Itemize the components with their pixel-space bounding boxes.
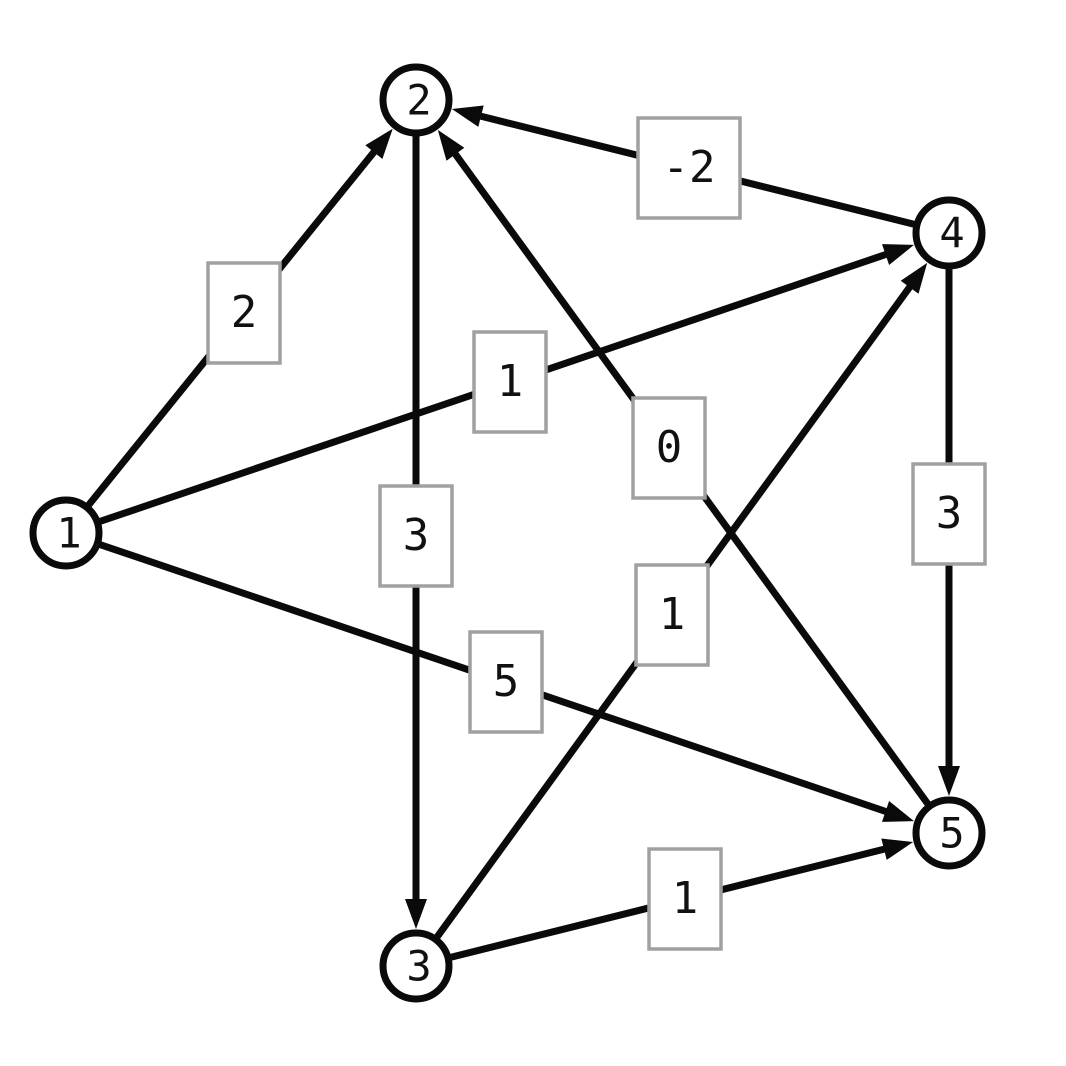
weight-text-3-4: 1 xyxy=(659,589,686,640)
node-circle-2 xyxy=(379,63,453,137)
node-3: 3 xyxy=(379,929,453,1003)
arrowhead-3-4 xyxy=(900,262,928,294)
arrowhead-2-3 xyxy=(405,899,427,929)
edge-weight-labels: 2 1 5 3 -2 0 1 3 1 xyxy=(206,116,987,951)
weight-box-5-2 xyxy=(631,396,707,500)
weight-box-4-5 xyxy=(911,462,987,566)
weight-label-2-3: 3 xyxy=(378,484,454,588)
weight-text-1-5: 5 xyxy=(493,656,520,707)
weight-label-4-5: 3 xyxy=(911,462,987,566)
weight-text-4-5: 3 xyxy=(936,488,963,539)
node-circle-3 xyxy=(379,929,453,1003)
arrowhead-1-2 xyxy=(365,128,393,159)
weight-text-2-3: 3 xyxy=(403,510,430,561)
weight-label-3-4: 1 xyxy=(634,563,710,667)
weight-text-5-2: 0 xyxy=(656,422,683,473)
weight-label-3-5: 1 xyxy=(647,847,723,951)
node-label-5: 5 xyxy=(939,809,964,858)
node-label-4: 4 xyxy=(939,209,964,258)
weight-box-1-2 xyxy=(206,261,282,365)
weight-box-2-3 xyxy=(378,484,454,588)
node-1: 1 xyxy=(29,496,103,570)
arrowhead-4-5 xyxy=(938,766,960,796)
node-5: 5 xyxy=(912,796,986,870)
weight-label-5-2: 0 xyxy=(631,396,707,500)
arrowhead-5-2 xyxy=(437,129,465,161)
weight-box-4-2 xyxy=(636,116,742,220)
node-label-3: 3 xyxy=(406,942,431,991)
weight-box-3-5 xyxy=(647,847,723,951)
node-4: 4 xyxy=(912,196,986,270)
node-circle-1 xyxy=(29,496,103,570)
arrowhead-1-5 xyxy=(882,801,914,822)
arrowhead-1-4 xyxy=(882,244,914,265)
node-circle-5 xyxy=(912,796,986,870)
edges-layer xyxy=(85,105,960,961)
weight-label-4-2: -2 xyxy=(636,116,742,220)
node-2: 2 xyxy=(379,63,453,137)
arrowhead-4-2 xyxy=(451,105,484,127)
weight-box-3-4 xyxy=(634,563,710,667)
arrowhead-3-5 xyxy=(881,838,914,860)
node-circle-4 xyxy=(912,196,986,270)
weight-text-1-2: 2 xyxy=(231,287,258,338)
weight-text-3-5: 1 xyxy=(672,873,699,924)
weight-box-1-4 xyxy=(472,330,548,434)
weight-text-4-2: -2 xyxy=(663,142,716,193)
weight-label-1-4: 1 xyxy=(472,330,548,434)
weight-box-1-5 xyxy=(468,630,544,734)
weight-text-1-4: 1 xyxy=(497,356,524,407)
weight-label-1-5: 5 xyxy=(468,630,544,734)
nodes-layer: 1 2 3 4 5 xyxy=(29,63,986,1003)
node-label-1: 1 xyxy=(56,509,81,558)
node-label-2: 2 xyxy=(406,76,431,125)
weight-label-1-2: 2 xyxy=(206,261,282,365)
